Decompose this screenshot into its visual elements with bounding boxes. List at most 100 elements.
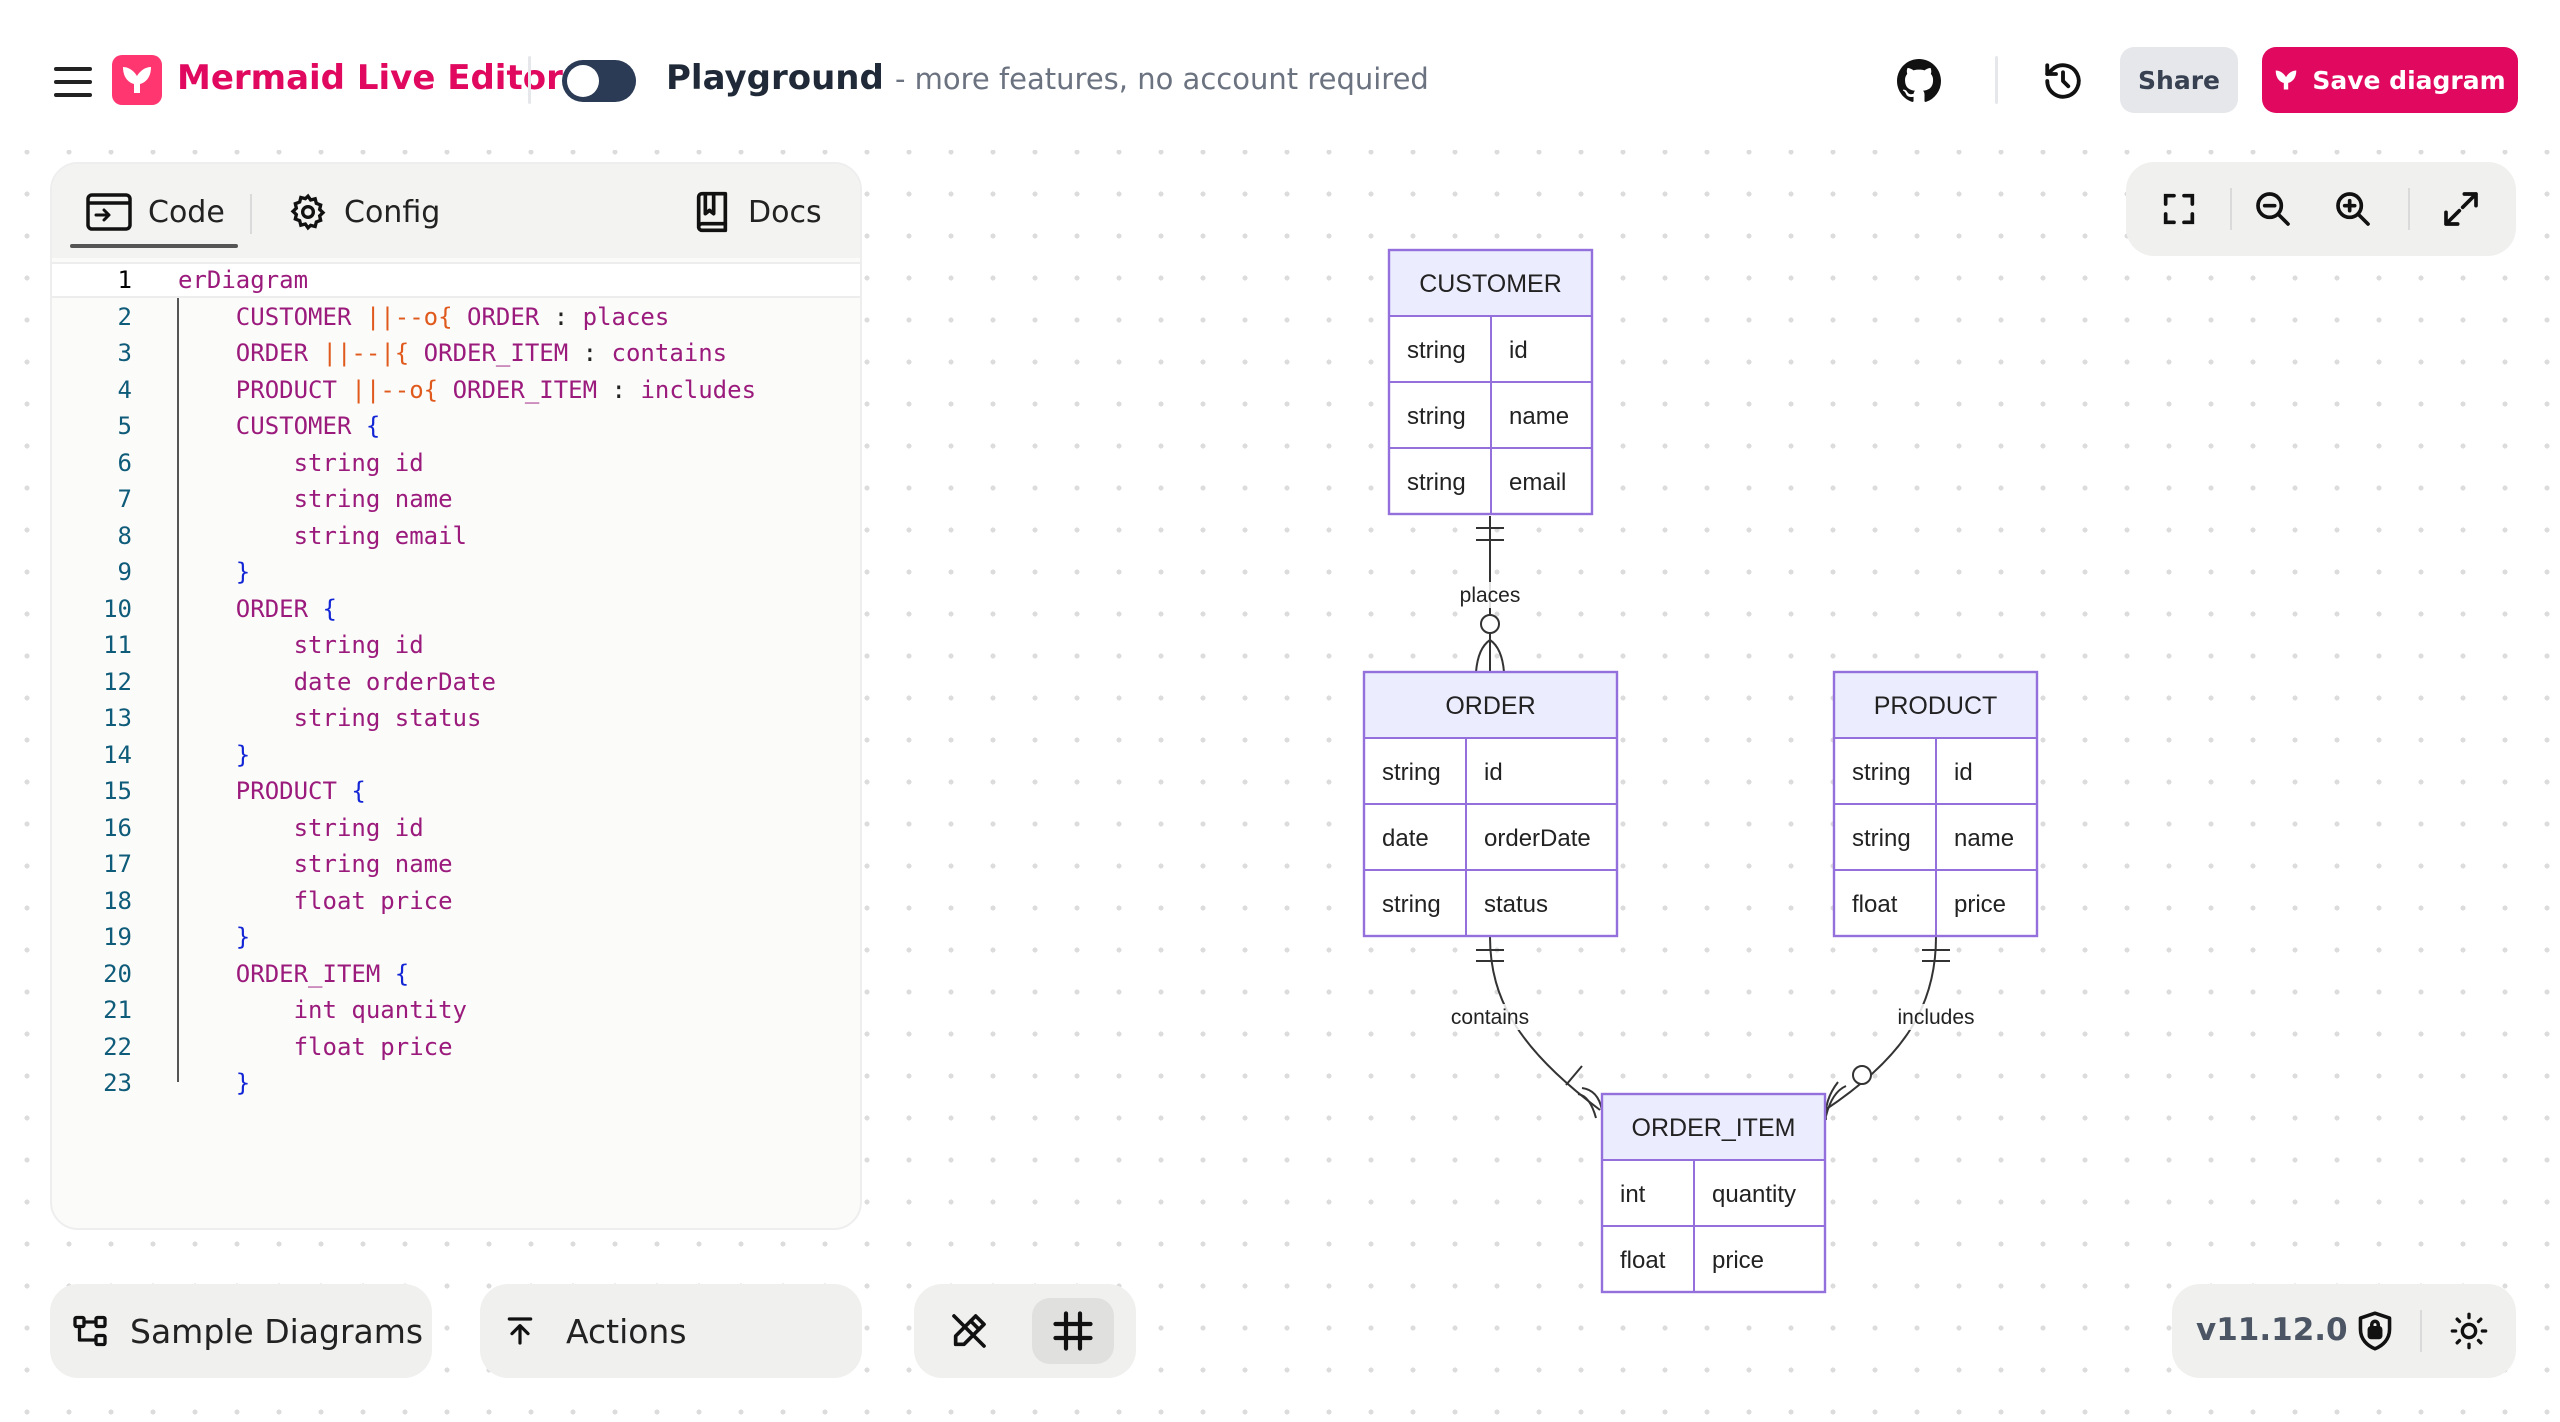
attribute-type: string	[1407, 337, 1466, 364]
code-line[interactable]: 8 string email	[52, 518, 860, 554]
line-number: 22	[103, 1032, 132, 1061]
code-text: }	[235, 1069, 251, 1097]
code-text: ORDER {	[235, 594, 337, 623]
code-line[interactable]: 21 int quantity	[52, 992, 860, 1028]
line-number: 11	[103, 631, 132, 659]
line-number: 17	[103, 850, 132, 878]
code-text: }	[235, 923, 251, 951]
code-line[interactable]: 11 string id	[52, 627, 860, 663]
entity-border	[1387, 248, 1594, 516]
code-text: CUSTOMER ||--o{ ORDER : places	[235, 302, 670, 331]
line-number: 15	[103, 777, 132, 805]
line-number: 4	[117, 375, 132, 404]
tab-docs[interactable]: Docs	[692, 182, 822, 242]
attribute-type: float	[1852, 891, 1898, 918]
sample-diagrams-button[interactable]: Sample Diagrams	[50, 1284, 432, 1378]
expand-icon[interactable]	[2432, 180, 2490, 238]
line-number: 21	[103, 996, 132, 1024]
zoom-out-icon[interactable]	[2244, 180, 2302, 238]
toggle-knob	[567, 65, 599, 97]
attribute-name: price	[1712, 1247, 1764, 1274]
attribute-row	[1363, 737, 1618, 805]
code-text: PRODUCT ||--o{ ORDER_ITEM : includes	[235, 375, 757, 404]
sun-icon[interactable]	[2444, 1306, 2494, 1356]
code-text: string id	[293, 813, 424, 842]
attribute-type: float	[1620, 1247, 1666, 1274]
shield-icon[interactable]	[2350, 1306, 2400, 1356]
mermaid-logo-icon[interactable]	[112, 55, 162, 105]
code-line[interactable]: 15 PRODUCT {	[52, 773, 860, 809]
share-button[interactable]: Share	[2120, 47, 2238, 113]
code-line[interactable]: 12 date orderDate	[52, 664, 860, 700]
attribute-name: email	[1509, 469, 1566, 496]
relationship-includes	[1824, 936, 1950, 1121]
attribute-name: price	[1954, 891, 2006, 918]
app-title[interactable]: Mermaid Live Editor	[177, 58, 563, 98]
grid-icon[interactable]	[1032, 1298, 1114, 1364]
save-diagram-button[interactable]: Save diagram	[2262, 47, 2518, 113]
code-text: string name	[293, 485, 453, 513]
code-text: string id	[293, 631, 424, 659]
header-divider	[1995, 56, 1998, 104]
line-number: 14	[103, 740, 132, 769]
attribute-name: id	[1484, 759, 1503, 786]
code-line[interactable]: 9 }	[52, 554, 860, 590]
code-text: string name	[293, 850, 453, 878]
code-text: CUSTOMER {	[235, 412, 381, 440]
code-line[interactable]: 14 }	[52, 737, 860, 773]
code-line[interactable]: 10 ORDER {	[52, 591, 860, 627]
history-icon[interactable]	[2040, 58, 2086, 104]
code-line[interactable]: 13 string status	[52, 700, 860, 736]
line-number: 2	[117, 302, 132, 331]
zoom-in-icon[interactable]	[2324, 180, 2382, 238]
code-line[interactable]: 3 ORDER ||--|{ ORDER_ITEM : contains	[52, 335, 860, 371]
entity-name: PRODUCT	[1874, 692, 1998, 720]
line-number: 9	[117, 558, 132, 586]
tab-code[interactable]: Code	[86, 182, 250, 242]
code-line[interactable]: 22 float price	[52, 1029, 860, 1065]
github-icon[interactable]	[1896, 58, 1942, 104]
code-line[interactable]: 18 float price	[52, 883, 860, 919]
attribute-type: int	[1620, 1181, 1646, 1208]
attribute-name: quantity	[1712, 1181, 1796, 1208]
pen-icon[interactable]	[936, 1298, 1002, 1364]
code-line[interactable]: 4 PRODUCT ||--o{ ORDER_ITEM : includes	[52, 372, 860, 408]
attribute-type: date	[1382, 825, 1429, 852]
line-number: 16	[103, 813, 132, 842]
playground-heading: Playground - more features, no account r…	[666, 58, 1429, 98]
actions-label: Actions	[566, 1311, 687, 1351]
attribute-row	[1601, 1225, 1826, 1293]
entity-name: CUSTOMER	[1419, 270, 1562, 298]
attribute-name: status	[1484, 891, 1548, 918]
actions-button[interactable]: Actions	[480, 1284, 862, 1378]
line-number: 3	[117, 339, 132, 367]
exactly-one-marker	[1476, 527, 1504, 541]
code-line[interactable]: 20 ORDER_ITEM {	[52, 956, 860, 992]
playground-toggle[interactable]	[562, 60, 636, 102]
code-line[interactable]: 19 }	[52, 919, 860, 955]
code-line[interactable]: 6 string id	[52, 445, 860, 481]
fullscreen-icon[interactable]	[2150, 180, 2208, 238]
attribute-row	[1601, 1159, 1826, 1227]
code-text: ORDER ||--|{ ORDER_ITEM : contains	[235, 339, 728, 367]
attribute-type: string	[1382, 891, 1441, 918]
code-line[interactable]: 7 string name	[52, 481, 860, 517]
code-line[interactable]: 5 CUSTOMER {	[52, 408, 860, 444]
line-number: 6	[117, 448, 132, 477]
code-line[interactable]: 16 string id	[52, 810, 860, 846]
code-line[interactable]: 23 }	[52, 1065, 860, 1101]
hamburger-icon[interactable]	[54, 67, 92, 97]
code-line[interactable]: 2 CUSTOMER ||--o{ ORDER : places	[52, 299, 860, 335]
entity-border	[1832, 670, 2039, 938]
code-line[interactable]: 17 string name	[52, 846, 860, 882]
attribute-name: name	[1509, 403, 1569, 430]
line-number: 18	[103, 886, 132, 915]
tab-config[interactable]: Config	[288, 182, 440, 242]
